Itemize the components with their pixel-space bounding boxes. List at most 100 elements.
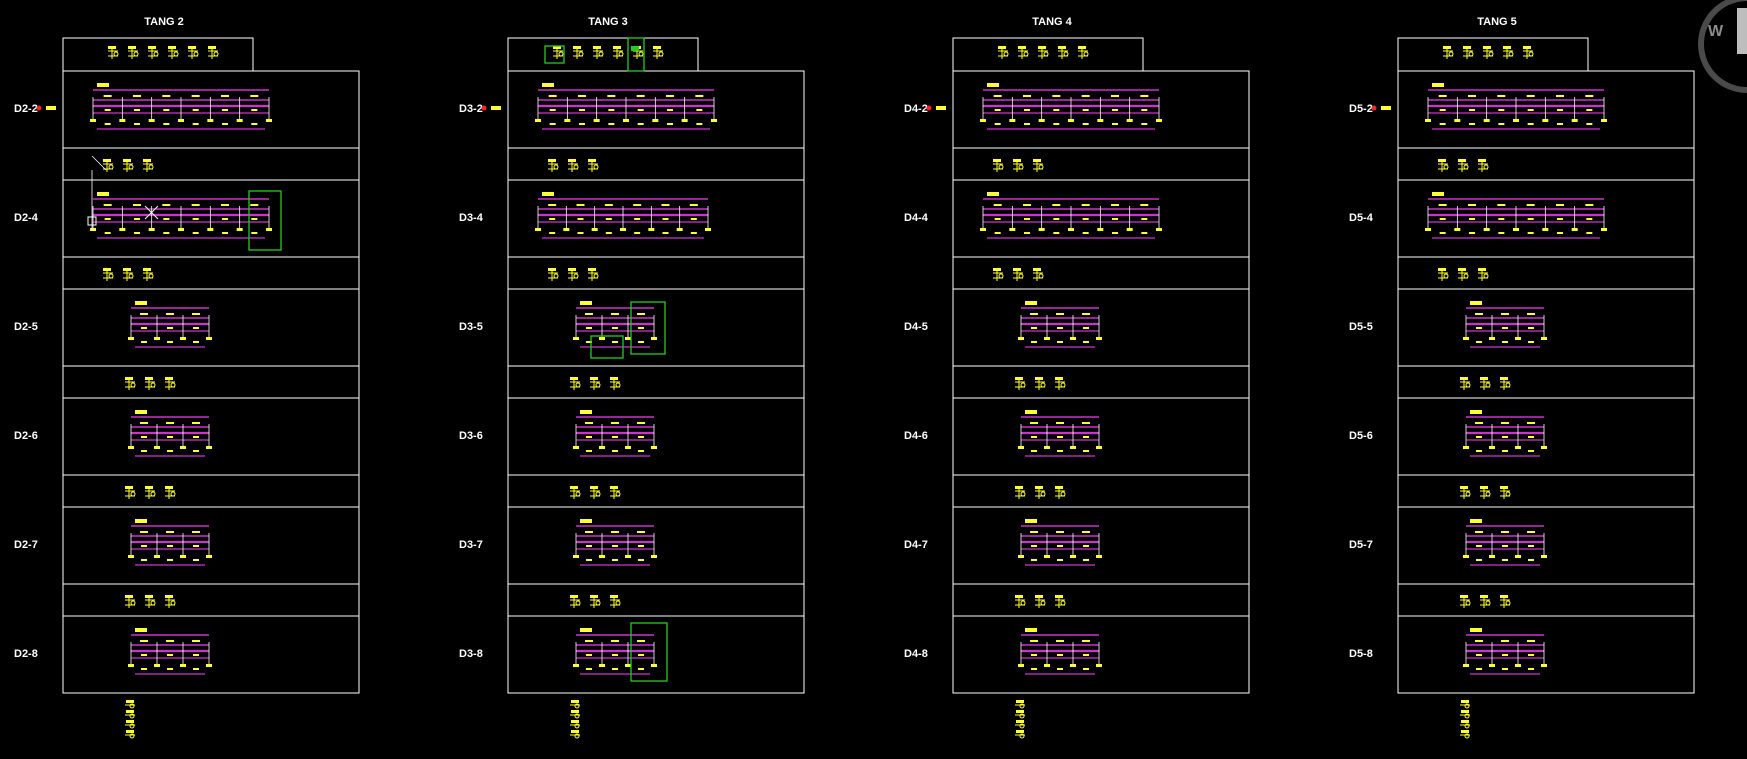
dim-mark xyxy=(1501,531,1509,533)
dim-mark xyxy=(180,446,186,449)
section-symbol xyxy=(1043,51,1049,57)
row-label[interactable]: D3-8 xyxy=(459,648,483,660)
dim-mark xyxy=(620,228,626,231)
section-frame xyxy=(1397,147,1695,181)
dim-mark xyxy=(1475,313,1483,315)
section-symbol xyxy=(618,51,624,57)
beam-tag xyxy=(580,628,592,632)
dim-mark xyxy=(148,119,155,122)
dim-mark xyxy=(994,218,1001,220)
dim-mark xyxy=(206,664,212,667)
row-label[interactable]: D2-6 xyxy=(14,430,38,442)
panel-title: TANG 4 xyxy=(1032,16,1072,28)
row-label[interactable]: D4-7 xyxy=(904,539,928,551)
row-label[interactable]: D4-6 xyxy=(904,430,928,442)
dim-mark xyxy=(696,123,703,125)
dim-mark xyxy=(612,327,618,329)
dim-mark xyxy=(1601,228,1607,231)
dim-mark xyxy=(1056,640,1064,642)
section-mark xyxy=(1478,268,1486,271)
dim-mark xyxy=(1476,341,1482,343)
section-symbol xyxy=(150,600,156,606)
panel-title: TANG 3 xyxy=(588,16,628,28)
row-label[interactable]: D3-2 xyxy=(459,103,483,115)
dim-mark xyxy=(193,668,199,670)
row-label[interactable]: D2-5 xyxy=(14,321,38,333)
section-mark xyxy=(613,46,621,49)
panel-title: TANG 5 xyxy=(1477,16,1517,28)
view-cube-icon[interactable]: W xyxy=(1698,0,1747,93)
dim-mark xyxy=(1527,422,1535,424)
dim-mark xyxy=(994,109,1001,111)
section-symbol xyxy=(553,273,559,279)
marker-dot xyxy=(926,105,932,111)
dim-mark xyxy=(250,204,259,206)
dim-mark xyxy=(1070,446,1076,449)
dim-mark xyxy=(193,654,199,656)
dim-mark xyxy=(1476,654,1482,656)
row-label[interactable]: D3-7 xyxy=(459,539,483,551)
row-label[interactable]: D2-7 xyxy=(14,539,38,551)
section-mark xyxy=(1461,730,1469,733)
dim-mark xyxy=(1018,446,1024,449)
section-mark xyxy=(588,159,596,162)
dim-mark xyxy=(1141,123,1148,125)
section-symbol xyxy=(1464,703,1470,709)
beam-tag xyxy=(135,301,147,305)
row-label[interactable]: D5-2 xyxy=(1349,103,1373,115)
dim-mark xyxy=(696,109,703,111)
row-label[interactable]: D2-4 xyxy=(14,212,39,224)
row-label[interactable]: D2-8 xyxy=(14,648,38,660)
section-mark xyxy=(570,377,578,380)
row-label[interactable]: D4-8 xyxy=(904,648,928,660)
section-symbol xyxy=(1485,382,1491,388)
row-label[interactable]: D5-8 xyxy=(1349,648,1373,660)
section-symbol xyxy=(1020,382,1026,388)
dim-mark xyxy=(1557,218,1563,220)
dim-mark xyxy=(591,228,598,231)
row-label[interactable]: D5-7 xyxy=(1349,539,1373,551)
dim-mark xyxy=(1057,559,1063,561)
dim-mark xyxy=(1096,664,1102,667)
row-label[interactable]: D3-5 xyxy=(459,321,483,333)
row-label[interactable]: D2-2 xyxy=(14,103,38,115)
row-label[interactable]: D5-5 xyxy=(1349,321,1373,333)
dim-mark xyxy=(605,218,612,220)
dim-mark xyxy=(103,204,112,206)
dim-mark xyxy=(548,95,557,97)
section-symbol xyxy=(658,51,664,57)
dim-mark xyxy=(936,106,946,110)
dim-mark xyxy=(1068,119,1074,122)
dim-mark xyxy=(1498,109,1505,111)
row-label[interactable]: D5-6 xyxy=(1349,430,1373,442)
section-symbol xyxy=(615,491,621,497)
row-label[interactable]: D3-6 xyxy=(459,430,483,442)
row-label[interactable]: D4-4 xyxy=(904,212,929,224)
row-label[interactable]: D4-2 xyxy=(904,103,928,115)
dim-mark xyxy=(652,119,659,122)
section-frame xyxy=(62,474,360,508)
row-label[interactable]: D3-4 xyxy=(459,212,484,224)
dim-mark xyxy=(1082,313,1090,315)
dim-mark xyxy=(1031,436,1037,438)
dim-mark xyxy=(167,559,173,561)
row-label[interactable]: D5-4 xyxy=(1349,212,1374,224)
dim-mark xyxy=(705,228,711,231)
dim-mark xyxy=(167,654,173,656)
dim-mark xyxy=(638,450,644,452)
section-symbol xyxy=(1528,51,1534,57)
section-symbol xyxy=(1465,491,1471,497)
beam-tag xyxy=(1025,628,1037,632)
dim-mark xyxy=(1438,95,1447,97)
beam-tag xyxy=(987,192,999,196)
dim-mark xyxy=(599,337,605,340)
section-symbol xyxy=(1483,164,1489,170)
section-mark xyxy=(1016,730,1024,733)
dim-mark xyxy=(535,119,541,122)
section-symbol xyxy=(1038,164,1044,170)
dim-mark xyxy=(1024,109,1030,111)
dim-mark xyxy=(564,119,571,122)
row-label[interactable]: D4-5 xyxy=(904,321,928,333)
section-symbol xyxy=(173,51,179,57)
